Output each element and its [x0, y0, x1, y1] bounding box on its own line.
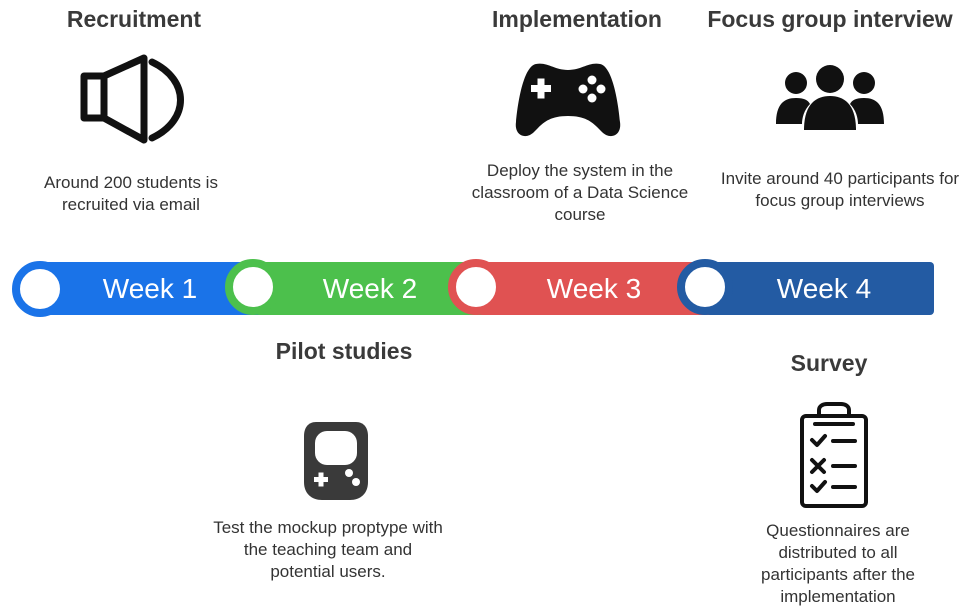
focus-group-description-line: Invite around 40 participants for [720, 169, 960, 188]
pilot-studies-description-line: potential users. [270, 562, 386, 581]
implementation-description-line: Deploy the system in the [486, 161, 674, 180]
implementation-description: Deploy the system in the classroom of a … [450, 160, 710, 226]
implementation-description-line: classroom of a Data Science [471, 183, 689, 202]
focus-group-title: Focus group interview [707, 6, 953, 32]
week-2-marker [225, 259, 281, 315]
group-icon [776, 65, 884, 130]
week-4-marker [677, 259, 733, 315]
pilot-studies-description-line: Test the mockup proptype with [213, 518, 443, 537]
focus-group-description: Invite around 40 participants for focus … [708, 168, 972, 212]
survey-description-line: participants after the [760, 565, 916, 584]
survey-description: Questionnaires are distributed to all pa… [728, 520, 948, 608]
megaphone-icon [80, 54, 184, 144]
week-2-label: Week 2 [322, 273, 418, 304]
recruitment-description: Around 200 students is recruited via ema… [1, 172, 261, 216]
pilot-studies-title: Pilot studies [275, 338, 413, 364]
gamepad-icon [304, 422, 368, 500]
week-4-label: Week 4 [776, 273, 872, 304]
recruitment-description-line: Around 200 students is [44, 173, 218, 192]
survey-description-line: distributed to all [778, 543, 898, 562]
game-controller-icon [515, 63, 621, 137]
survey-description-line: Questionnaires are [766, 521, 910, 540]
recruitment-description-line: recruited via email [62, 195, 200, 214]
focus-group-description-line: focus group interviews [755, 191, 925, 210]
survey-description-line: implementation [780, 587, 896, 606]
pilot-studies-description-line: the teaching team and [243, 540, 413, 559]
pilot-studies-description: Test the mockup proptype with the teachi… [193, 517, 463, 583]
implementation-title: Implementation [492, 6, 662, 32]
implementation-description-line: course [554, 205, 606, 224]
survey-title: Survey [790, 350, 868, 376]
week-3-marker [448, 259, 504, 315]
week-1-marker [12, 261, 68, 317]
week-1-label: Week 1 [102, 273, 198, 304]
recruitment-title: Recruitment [66, 6, 202, 32]
week-3-label: Week 3 [546, 273, 642, 304]
clipboard-checklist-icon [800, 402, 868, 508]
week-4-segment [706, 262, 934, 315]
